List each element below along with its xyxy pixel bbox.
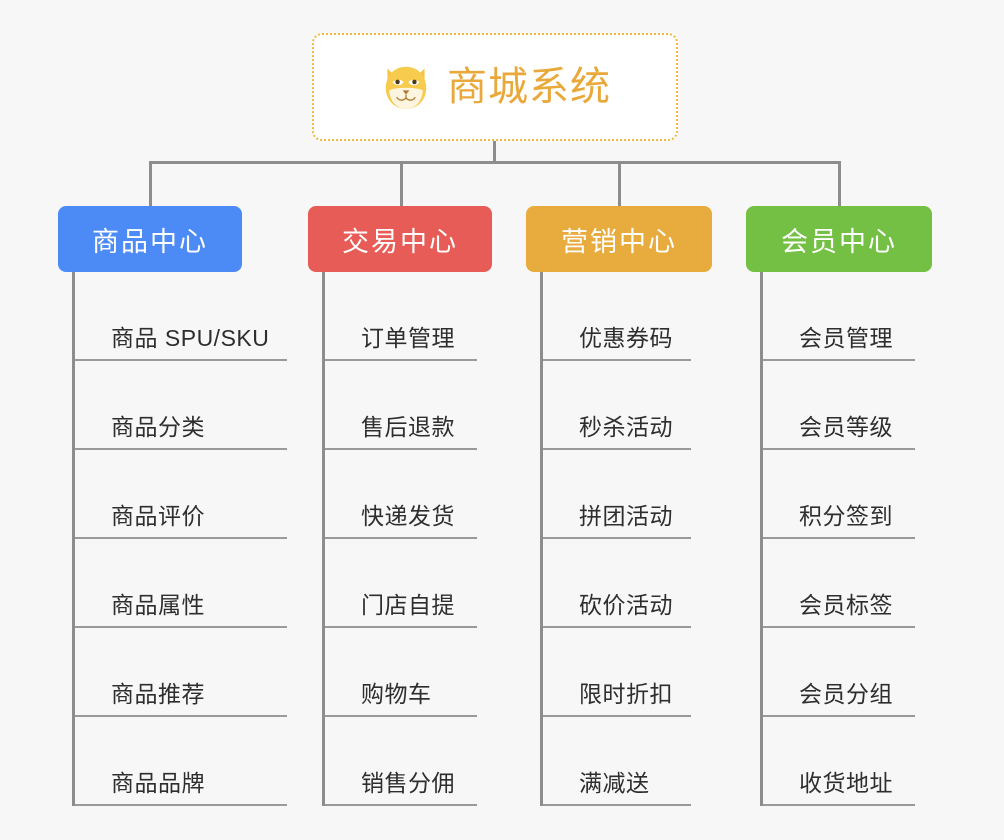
shiba-dog-face-icon <box>385 66 427 109</box>
leaf-group-4: 会员管理 会员等级 积分签到 会员标签 会员分组 收货地址 <box>760 272 986 806</box>
branch-column-4: 会员中心 会员管理 会员等级 积分签到 会员标签 会员分组 收货地址 <box>746 206 986 806</box>
leaf-label: 优惠券码 <box>579 325 673 351</box>
connector-drop-1 <box>149 161 152 207</box>
leaf-label: 满减送 <box>579 770 650 796</box>
leaf-item[interactable]: 积分签到 <box>763 450 915 539</box>
category-box-1[interactable]: 商品中心 <box>58 206 242 272</box>
leaf-item[interactable]: 会员管理 <box>763 272 915 361</box>
leaf-item[interactable]: 商品属性 <box>75 539 287 628</box>
leaf-item[interactable]: 砍价活动 <box>543 539 691 628</box>
category-label-2: 交易中心 <box>342 226 458 257</box>
branch-column-3: 营销中心 优惠券码 秒杀活动 拼团活动 砍价活动 限时折扣 满减送 <box>526 206 746 806</box>
connector-drop-4 <box>838 161 841 207</box>
leaf-group-3: 优惠券码 秒杀活动 拼团活动 砍价活动 限时折扣 满减送 <box>540 272 746 806</box>
root-node[interactable]: 商城系统 <box>312 33 678 141</box>
leaf-label: 商品推荐 <box>111 681 205 707</box>
category-label-1: 商品中心 <box>92 226 208 257</box>
leaf-label: 商品属性 <box>111 592 205 618</box>
leaf-label: 会员管理 <box>799 325 893 351</box>
category-box-2[interactable]: 交易中心 <box>308 206 492 272</box>
leaf-label: 会员等级 <box>799 414 893 440</box>
branch-column-1: 商品中心 商品 SPU/SKU 商品分类 商品评价 商品属性 商品推荐 商品品牌 <box>58 206 378 806</box>
leaf-item[interactable]: 限时折扣 <box>543 628 691 717</box>
leaf-item[interactable]: 拼团活动 <box>543 450 691 539</box>
leaf-label: 购物车 <box>361 681 432 707</box>
leaf-group-1: 商品 SPU/SKU 商品分类 商品评价 商品属性 商品推荐 商品品牌 <box>72 272 378 806</box>
leaf-label: 砍价活动 <box>579 592 673 618</box>
leaf-label: 商品 SPU/SKU <box>111 325 270 351</box>
leaf-item[interactable]: 购物车 <box>325 628 477 717</box>
leaf-item[interactable]: 门店自提 <box>325 539 477 628</box>
leaf-item[interactable]: 会员分组 <box>763 628 915 717</box>
leaf-label: 拼团活动 <box>579 503 673 529</box>
category-box-3[interactable]: 营销中心 <box>526 206 712 272</box>
category-box-4[interactable]: 会员中心 <box>746 206 932 272</box>
root-title: 商城系统 <box>447 65 611 109</box>
leaf-label: 商品品牌 <box>111 770 205 796</box>
leaf-item[interactable]: 商品 SPU/SKU <box>75 272 287 361</box>
leaf-label: 售后退款 <box>361 414 455 440</box>
category-label-3: 营销中心 <box>561 226 677 257</box>
leaf-label: 商品分类 <box>111 414 205 440</box>
leaf-item[interactable]: 商品品牌 <box>75 717 287 806</box>
leaf-label: 限时折扣 <box>579 681 673 707</box>
leaf-label: 收货地址 <box>799 770 893 796</box>
category-label-4: 会员中心 <box>781 226 897 257</box>
leaf-label: 会员分组 <box>799 681 893 707</box>
leaf-label: 订单管理 <box>361 325 455 351</box>
connector-drop-2 <box>400 161 403 207</box>
connector-drop-3 <box>618 161 621 207</box>
leaf-label: 商品评价 <box>111 503 205 529</box>
connector-root-stem <box>493 141 496 163</box>
leaf-label: 快递发货 <box>361 503 455 529</box>
leaf-item[interactable]: 优惠券码 <box>543 272 691 361</box>
leaf-item[interactable]: 商品推荐 <box>75 628 287 717</box>
leaf-item[interactable]: 商品评价 <box>75 450 287 539</box>
leaf-item[interactable]: 销售分佣 <box>325 717 477 806</box>
leaf-item[interactable]: 会员等级 <box>763 361 915 450</box>
connector-horizontal-bus <box>150 161 839 164</box>
leaf-label: 积分签到 <box>799 503 893 529</box>
leaf-item[interactable]: 满减送 <box>543 717 691 806</box>
leaf-item[interactable]: 订单管理 <box>325 272 477 361</box>
leaf-label: 秒杀活动 <box>579 414 673 440</box>
leaf-label: 门店自提 <box>361 592 455 618</box>
leaf-item[interactable]: 秒杀活动 <box>543 361 691 450</box>
leaf-item[interactable]: 会员标签 <box>763 539 915 628</box>
branch-column-2: 交易中心 订单管理 售后退款 快递发货 门店自提 购物车 销售分佣 <box>308 206 538 806</box>
leaf-item[interactable]: 商品分类 <box>75 361 287 450</box>
leaf-group-2: 订单管理 售后退款 快递发货 门店自提 购物车 销售分佣 <box>322 272 538 806</box>
leaf-item[interactable]: 售后退款 <box>325 361 477 450</box>
leaf-label: 销售分佣 <box>361 770 455 796</box>
leaf-item[interactable]: 快递发货 <box>325 450 477 539</box>
leaf-label: 会员标签 <box>799 592 893 618</box>
leaf-item[interactable]: 收货地址 <box>763 717 915 806</box>
